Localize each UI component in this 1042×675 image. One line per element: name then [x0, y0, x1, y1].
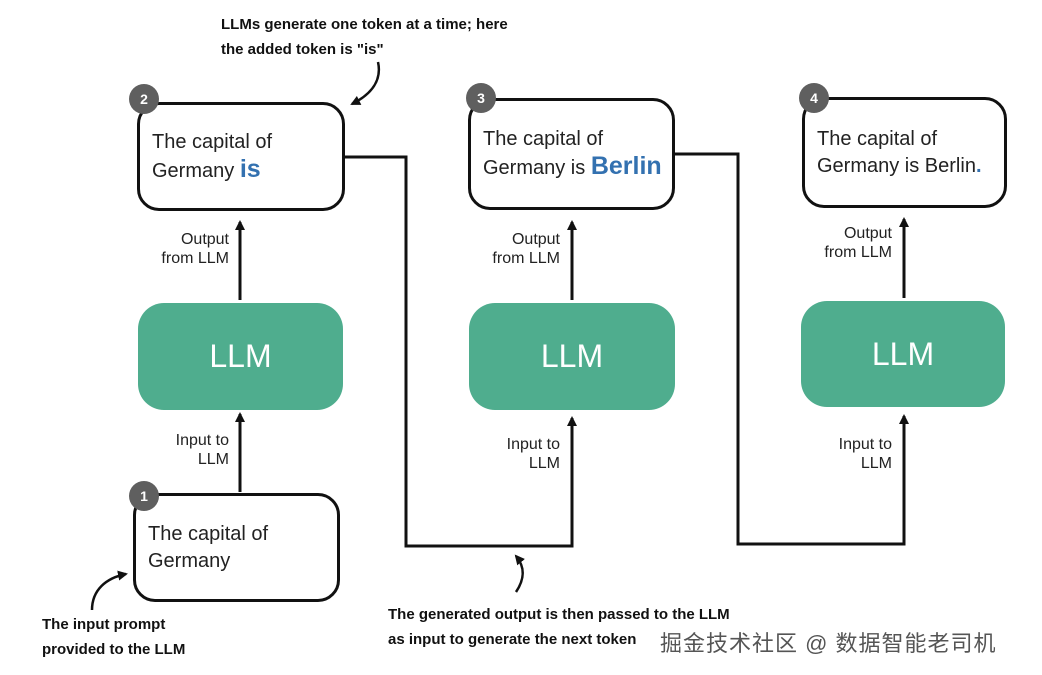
output-label-3-line1: Output [843, 225, 892, 242]
annotation-passed: The generated output is then passed to t… [388, 602, 730, 652]
step-badge-1: 1 [129, 481, 159, 511]
output-box-2: The capital of Germany is [137, 102, 345, 211]
input-label-2-line1: Input to [506, 436, 560, 453]
output-label-3: Output from LLM [803, 224, 892, 262]
input-label-3-line2: LLM [860, 455, 892, 472]
annotation-top-line1: LLMs generate one token at a time; here [221, 16, 508, 33]
output-label-1-line2: from LLM [161, 250, 229, 267]
annotation-prompt-line2: provided to the LLM [42, 641, 186, 658]
prompt-box-1-line2: Germany [148, 549, 231, 572]
prompt-box-1-line1: The capital of [148, 522, 269, 545]
output-box-2-line1: The capital of [152, 130, 273, 153]
output-box-3-line2: Germany is [483, 157, 591, 179]
added-token-4: . [975, 154, 982, 177]
output-box-4-line2: Germany is Berlin [817, 154, 976, 177]
output-label-1: Output from LLM [140, 230, 229, 268]
output-box-3-line1: The capital of [483, 128, 604, 150]
input-label-1: Input to LLM [140, 431, 229, 469]
output-box-3: The capital of Germany is Berlin [468, 98, 675, 210]
feedback-line-3-to-4 [670, 152, 909, 546]
output-box-4: The capital of Germany is Berlin. [802, 97, 1007, 208]
output-box-2-line2: Germany [152, 159, 240, 182]
annotation-prompt: The input prompt provided to the LLM [42, 612, 185, 662]
prompt-box-1: The capital of Germany [133, 493, 340, 602]
annotation-passed-line2: as input to generate the next token [388, 631, 637, 648]
annotation-top: LLMs generate one token at a time; here … [221, 12, 508, 62]
input-label-2: Input to LLM [471, 435, 560, 473]
watermark-text: 掘金技术社区 @ 数据智能老司机 [660, 631, 997, 656]
annotation-prompt-line1: The input prompt [42, 616, 166, 633]
annotation-arrow-passed [514, 554, 525, 593]
output-box-4-line1: The capital of [817, 127, 938, 150]
step-badge-4: 4 [799, 83, 829, 113]
annotation-arrow-top [350, 61, 381, 106]
output-label-2: Output from LLM [471, 230, 560, 268]
input-label-1-line1: Input to [175, 432, 229, 449]
llm-block-1: LLM [138, 303, 343, 410]
output-label-2-line2: from LLM [492, 250, 560, 267]
step-badge-3: 3 [466, 83, 496, 113]
input-label-1-line2: LLM [197, 451, 229, 468]
added-token-2: is [239, 154, 261, 183]
input-label-3: Input to LLM [803, 435, 892, 473]
output-label-3-line2: from LLM [824, 244, 892, 261]
output-label-1-line1: Output [180, 231, 229, 248]
annotation-arrow-prompt [90, 570, 128, 611]
output-label-2-line1: Output [511, 231, 560, 248]
llm-block-3: LLM [801, 301, 1005, 407]
input-label-2-line2: LLM [528, 455, 560, 472]
annotation-top-line2: the added token is "is" [221, 41, 384, 58]
input-label-3-line1: Input to [838, 436, 892, 453]
annotation-passed-line1: The generated output is then passed to t… [388, 606, 730, 623]
added-token-3: Berlin [590, 152, 662, 180]
step-badge-2: 2 [129, 84, 159, 114]
feedback-line-2-to-3 [345, 155, 577, 548]
llm-block-2: LLM [469, 303, 675, 410]
